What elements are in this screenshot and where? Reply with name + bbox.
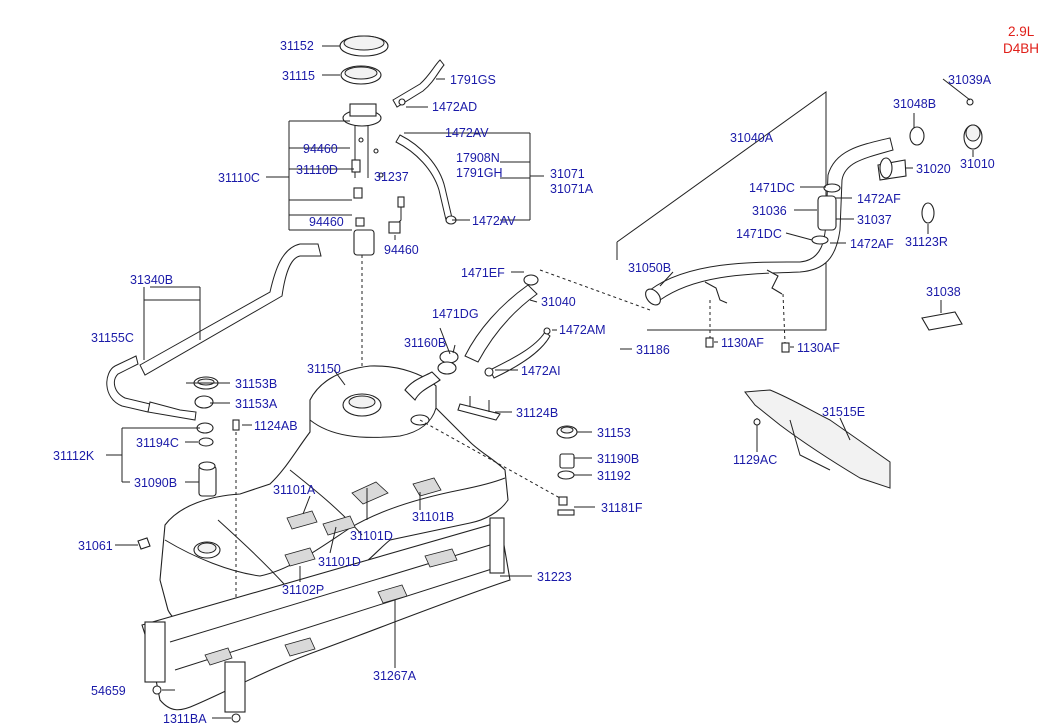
part-label[interactable]: 31040	[541, 295, 576, 309]
part-label[interactable]: 31101D	[350, 529, 393, 543]
part-label[interactable]: 31071A	[550, 182, 594, 196]
part-label[interactable]: 31124B	[516, 406, 558, 420]
part-label[interactable]: 31101D	[318, 555, 361, 569]
part-label[interactable]: 31186	[636, 343, 670, 357]
part-label[interactable]: 1471EF	[461, 266, 505, 280]
part-label[interactable]: 31010	[960, 157, 995, 171]
filler-pipe-31040A	[645, 137, 894, 353]
part-label[interactable]: 1471DC	[749, 181, 795, 195]
engine-spec: 2.9L D4BH	[1003, 24, 1039, 56]
engine-displacement: 2.9L	[1008, 24, 1035, 39]
part-label[interactable]: 1471DC	[736, 227, 782, 241]
part-label[interactable]: 1791GS	[450, 73, 496, 87]
part-label[interactable]: 1472AV	[472, 214, 516, 228]
tank-guard-31223	[137, 517, 511, 723]
part-label[interactable]: 1472AV	[445, 126, 489, 140]
part-label[interactable]: 31071	[550, 167, 585, 181]
part-label[interactable]: 31039A	[948, 73, 992, 87]
part-label[interactable]: 31112K	[53, 449, 95, 463]
part-label[interactable]: 31036	[752, 204, 787, 218]
leader-lines	[106, 45, 974, 719]
part-label[interactable]: 31155C	[91, 331, 134, 345]
part-label[interactable]: 31115	[282, 69, 315, 83]
part-label[interactable]: 31150	[307, 362, 341, 376]
part-label[interactable]: 31223	[537, 570, 572, 584]
part-label[interactable]: 31038	[926, 285, 961, 299]
part-label[interactable]: 31101A	[273, 483, 316, 497]
part-label[interactable]: 31110C	[218, 171, 260, 185]
part-label[interactable]: 1472AM	[559, 323, 606, 337]
filler-cap-parts	[877, 98, 983, 331]
engine-code: D4BH	[1003, 41, 1039, 56]
part-label[interactable]: 94460	[309, 215, 344, 229]
part-label[interactable]: 1311BA	[163, 712, 207, 726]
part-label[interactable]: 31050B	[628, 261, 671, 275]
part-label[interactable]: 31160B	[404, 336, 446, 350]
part-label[interactable]: 1472AF	[850, 237, 894, 251]
drain-parts-31112K	[193, 376, 240, 497]
part-label[interactable]: 31153	[597, 426, 631, 440]
part-label[interactable]: 1472AI	[521, 364, 561, 378]
part-label[interactable]: 94460	[384, 243, 419, 257]
part-label[interactable]: 1130AF	[797, 341, 840, 355]
part-label[interactable]: 31237	[374, 170, 409, 184]
part-label[interactable]: 31153B	[235, 377, 277, 391]
part-label[interactable]: 31153A	[235, 397, 278, 411]
part-label[interactable]: 31101B	[412, 510, 454, 524]
part-label[interactable]: 1129AC	[733, 453, 777, 467]
part-label[interactable]: 31020	[916, 162, 951, 176]
part-label[interactable]: 1472AD	[432, 100, 477, 114]
part-label[interactable]: 31061	[78, 539, 113, 553]
part-label[interactable]: 1791GH	[456, 166, 503, 180]
part-label[interactable]: 31090B	[134, 476, 177, 490]
drain-plug-parts	[419, 419, 578, 516]
part-label[interactable]: 31123R	[905, 235, 948, 249]
part-labels: 31152 31115 1791GS 1472AD 1472AV 94460 3…	[53, 39, 995, 726]
part-label[interactable]: 31181F	[601, 501, 643, 515]
part-label[interactable]: 31194C	[136, 436, 179, 450]
fuel-tank-31150	[159, 365, 509, 636]
part-label[interactable]: 1471DG	[432, 307, 479, 321]
part-label[interactable]: 31102P	[282, 583, 324, 597]
part-label[interactable]: 31340B	[130, 273, 173, 287]
part-label[interactable]: 31267A	[373, 669, 417, 683]
part-label[interactable]: 94460	[303, 142, 338, 156]
part-label[interactable]: 1124AB	[254, 419, 298, 433]
part-label[interactable]: 31190B	[597, 452, 639, 466]
part-label[interactable]: 31192	[597, 469, 631, 483]
part-label[interactable]: 17908N	[456, 151, 500, 165]
part-label[interactable]: 1130AF	[721, 336, 764, 350]
vent-hose-31340B	[106, 243, 322, 421]
bracket-31124B	[457, 396, 501, 421]
part-label[interactable]: 31048B	[893, 97, 936, 111]
part-label[interactable]: 31037	[857, 213, 892, 227]
fuel-pump-sender-assembly	[339, 35, 457, 395]
part-label[interactable]: 54659	[91, 684, 126, 698]
part-label[interactable]: 31152	[280, 39, 314, 53]
part-label[interactable]: 1472AF	[857, 192, 901, 206]
part-label[interactable]: 31040A	[730, 131, 774, 145]
part-label[interactable]: 31515E	[822, 405, 865, 419]
part-label[interactable]: 31110D	[296, 163, 338, 177]
filler-hose-31040	[437, 269, 651, 379]
heat-shield-31515E	[744, 389, 891, 489]
